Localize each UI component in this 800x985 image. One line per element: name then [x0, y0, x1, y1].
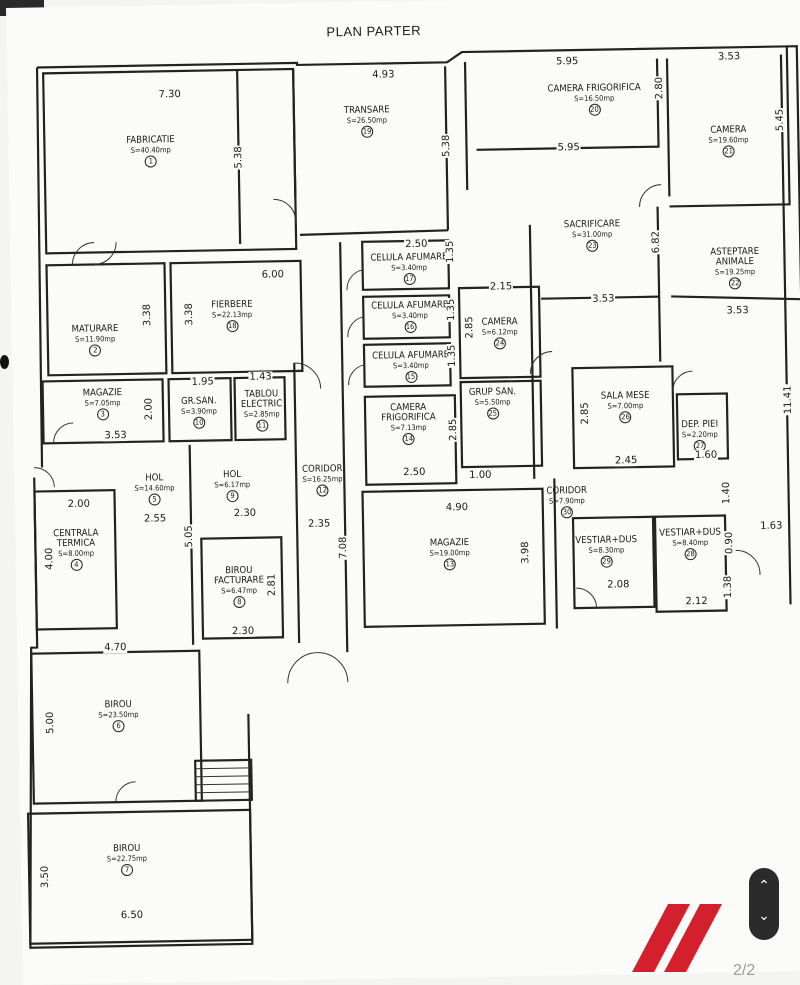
dimension-label: 5.95: [556, 141, 581, 154]
outer-wall-left-upper: [35, 67, 44, 468]
dimension-label: 5.38: [440, 133, 453, 159]
dimension-label: 1.63: [759, 520, 784, 532]
chevron-down-icon[interactable]: ⌄: [758, 908, 770, 924]
page-nav-control: ⌃ ⌄: [749, 868, 779, 940]
room-label: GRUP SAN.S=5.50mp 25: [469, 386, 517, 420]
dimension-label: 2.12: [684, 595, 709, 608]
dimension-label: 3.38: [183, 302, 196, 327]
dimension-label: 2.50: [404, 238, 429, 251]
dimension-label: 7.08: [337, 535, 350, 560]
dimension-label: 1.35: [445, 297, 458, 322]
outer-wall-top: [37, 45, 800, 205]
floor-plan-drawing: [26, 45, 800, 949]
dimension-label: 5.38: [233, 145, 245, 170]
page-indicator: 2/2: [733, 962, 756, 979]
dimension-label: 1.95: [190, 376, 215, 388]
dimension-label: 3.98: [520, 540, 532, 565]
dimension-label: 3.53: [103, 429, 128, 442]
brand-logo: [632, 904, 722, 972]
dimension-label: 2.45: [613, 455, 639, 467]
dimension-label: 4.70: [103, 641, 128, 654]
dimension-label: 5.05: [183, 524, 196, 549]
dimension-label: 2.00: [66, 498, 92, 511]
chevron-up-icon[interactable]: ⌃: [758, 878, 770, 894]
dimension-label: 1.38: [722, 574, 735, 600]
dimension-label: 4.90: [444, 501, 470, 514]
dimension-label: 2.30: [230, 625, 256, 638]
dimension-label: 11.41: [782, 384, 795, 416]
dimension-label: 2.80: [653, 75, 666, 101]
dimension-label: 2.85: [579, 401, 592, 426]
dimension-label: 4.93: [371, 69, 396, 81]
dimension-label: 5.95: [554, 56, 580, 68]
dimension-label: 2.85: [447, 417, 460, 442]
dimension-label: 3.50: [39, 864, 52, 890]
dimension-label: 6.82: [650, 229, 663, 255]
dimension-label: 1.43: [248, 371, 273, 383]
dimension-label: 5.00: [44, 710, 57, 736]
dimension-label: 2.55: [142, 513, 168, 525]
dimension-label: 2.30: [232, 507, 258, 520]
dimension-label: 2.81: [266, 572, 278, 598]
photo-mark: [0, 355, 9, 369]
dimension-label: 1.35: [444, 239, 457, 265]
dimension-label: 2.08: [606, 579, 631, 591]
dimension-label: 1.35: [446, 343, 458, 368]
dimension-label: 6.50: [119, 909, 145, 922]
room-label: GR.SAN.S=3.90mp 10: [181, 395, 217, 429]
dimension-label: 6.00: [260, 269, 286, 281]
dimension-label: 3.53: [716, 51, 742, 63]
dimension-label: 2.85: [464, 315, 476, 340]
dimension-label: 0.90: [723, 530, 736, 556]
dimension-label: 2.50: [402, 466, 427, 479]
dimension-label: 5.45: [774, 107, 786, 133]
dimension-label: 7.30: [157, 88, 182, 101]
dimension-label: 2.00: [143, 396, 155, 422]
dimension-label: 3.53: [591, 293, 616, 305]
dimension-label: 2.35: [306, 518, 332, 530]
dimension-label: 3.53: [725, 305, 750, 317]
dimension-label: 1.00: [468, 469, 493, 482]
dimension-label: 3.38: [141, 302, 154, 328]
dimension-label: 2.15: [488, 281, 514, 293]
dimension-label: 1.40: [720, 480, 733, 506]
dimension-label: 1.60: [693, 449, 719, 462]
dimension-label: 4.00: [44, 546, 56, 572]
plan-title: PLAN PARTER: [326, 22, 422, 40]
